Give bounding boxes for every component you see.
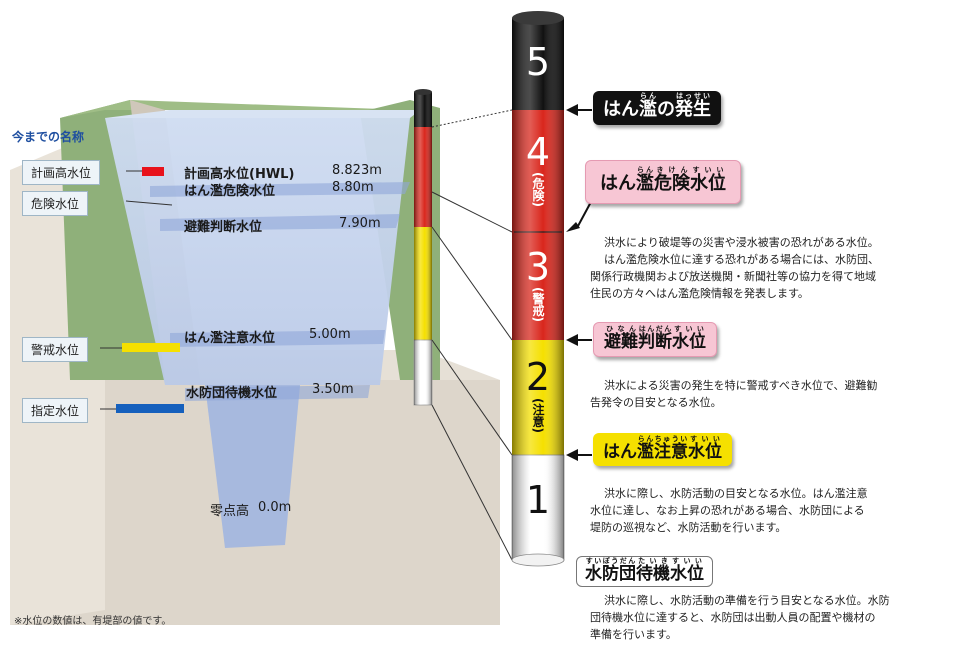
tag-arrows: [566, 104, 593, 461]
description-level1: 洪水に際し、水防活動の準備を行う目安となる水位。水防 団待機水位に達すると、水防…: [590, 594, 890, 641]
pole-sub-3: (警戒): [531, 287, 545, 322]
pole-number-2: 2: [525, 355, 551, 399]
description-level2: 洪水に際し、水防活動の目安となる水位。はん濫注意 水位に達し、なお上昇の恐れがあ…: [590, 487, 868, 534]
old-names-heading: 今までの名称: [12, 130, 85, 144]
tag-hinan-handan: 避難ひなん判断はんだん水位すいい: [593, 322, 717, 357]
old-name-keikai: 警戒水位: [22, 337, 89, 362]
old-name-shitei: 指定水位: [22, 398, 89, 423]
level-label-hinan: 避難判断水位 7.90m: [184, 216, 381, 235]
pole-number-3: 3: [525, 245, 551, 289]
pole-number-4: 4: [525, 130, 551, 174]
marker-red: [142, 167, 164, 176]
footnote: ※水位の数値は、有堤部の値です。: [14, 616, 172, 627]
old-name-keikaku: 計画高水位: [22, 160, 101, 185]
level-label-zero: 零点高 0.0m: [210, 500, 292, 519]
level-label-suibodan: 水防団待機水位 3.50m: [186, 382, 354, 401]
old-name-kiken: 危険水位: [22, 191, 89, 216]
tag-hanran-chui: はん濫らん注意ちゅうい水位すいい: [593, 433, 732, 466]
pole-sub-4: (危険): [531, 172, 545, 207]
level-label-hanran-chui: はん濫注意水位 5.00m: [184, 327, 351, 346]
pole-sub-2: (注意): [531, 398, 545, 433]
left-embankment-top: [60, 100, 410, 118]
pole-number-1: 1: [525, 478, 551, 522]
tag-hanran-kiken: はん濫らん危険きけん水位すいい: [585, 160, 741, 204]
riverbed: [205, 385, 300, 548]
level-label-hwl: 計画高水位(HWL) 8.823m: [184, 163, 382, 182]
tag-suibodan-taiki: 水防団すいぼうだん待機たいき水位すいい: [576, 556, 713, 587]
tag-hanran-hassei: はん濫らんの発生はっせい: [593, 91, 721, 125]
level-label-hanran-kiken: はん濫危険水位 8.80m: [184, 180, 374, 199]
marker-yellow: [122, 343, 180, 352]
marker-blue: [116, 404, 184, 413]
pole-number-5: 5: [525, 40, 551, 84]
water-surface: [105, 110, 420, 118]
description-level4: 洪水により破堤等の災害や浸水被害の恐れがある水位。 はん濫危険水位に達する恐れが…: [590, 236, 879, 300]
description-level3: 洪水による災害の発生を特に警戒すべき水位で、避難勧 告発令の目安となる水位。: [590, 379, 878, 409]
